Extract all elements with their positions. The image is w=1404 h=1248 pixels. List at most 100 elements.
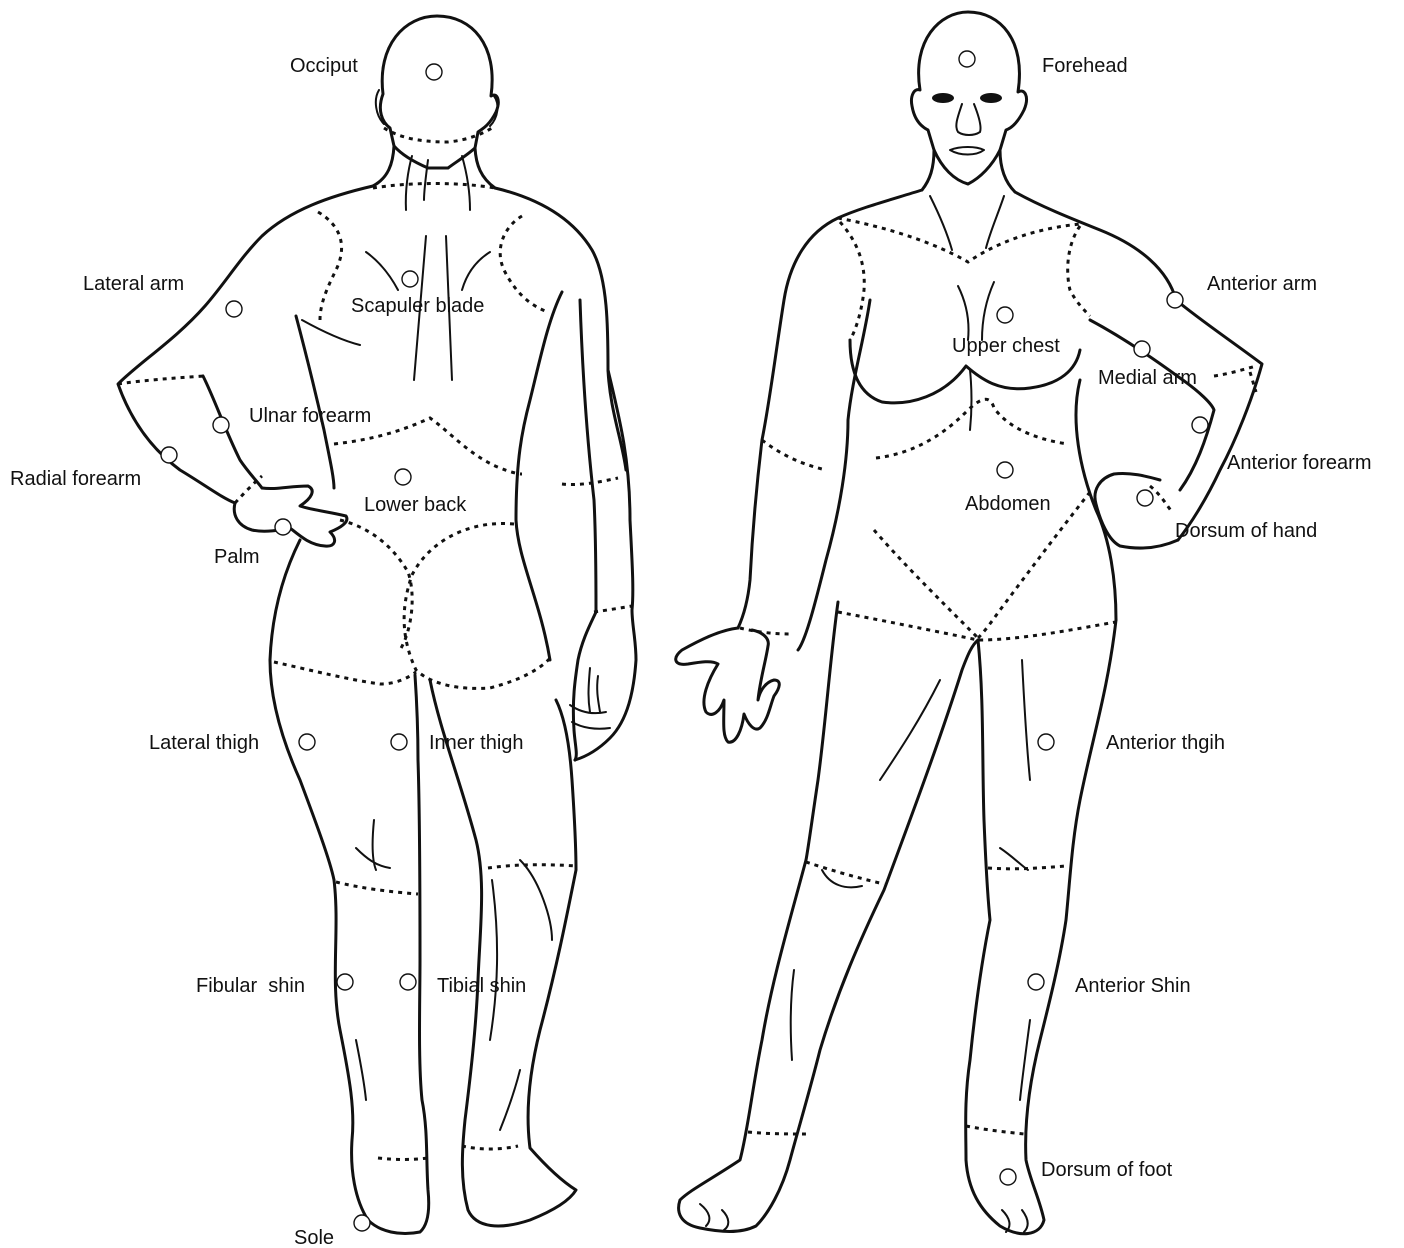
posterior-left-deltoid-boundary (318, 212, 342, 320)
anterior-clavicle-boundary (838, 218, 1080, 262)
posterior-left-flank (296, 316, 334, 488)
site-anterior-shin-marker (1028, 974, 1044, 990)
anterior-right-knee-boundary (988, 866, 1066, 869)
posterior-right-deltoid-boundary (500, 216, 548, 312)
posterior-buttock-right (404, 523, 552, 688)
posterior-left-ankle-boundary (378, 1158, 428, 1160)
label-dorsum-of-hand: Dorsum of hand (1175, 520, 1317, 542)
posterior-right-knee-boundary (488, 865, 576, 868)
anterior-right-shoulder-boundary (1068, 226, 1090, 316)
posterior-torso-left-side (118, 186, 373, 503)
posterior-left-elbow-boundary (118, 376, 205, 384)
label-lower-back: Lower back (364, 494, 467, 516)
posterior-left-wrist-boundary (235, 476, 262, 503)
anterior-mouth (950, 147, 984, 155)
anterior-nose (956, 104, 980, 135)
site-ulnar-forearm-marker (213, 417, 229, 433)
label-dorsum-of-foot: Dorsum of foot (1041, 1159, 1173, 1181)
label-sole: Sole (294, 1227, 334, 1248)
anterior-right-eye (980, 93, 1002, 103)
label-forehead: Forehead (1042, 55, 1128, 77)
site-tibial-shin-marker (400, 974, 416, 990)
site-anterior-arm-marker (1167, 292, 1183, 308)
anterior-left-shoulder-boundary (840, 222, 864, 340)
posterior-neck-left (373, 146, 394, 186)
anterior-right-leg (966, 620, 1116, 1234)
label-palm: Palm (214, 546, 260, 568)
posterior-right-elbow-boundary (562, 478, 618, 485)
anterior-shin-lines (791, 970, 1030, 1100)
anterior-left-shoulder-arm (738, 190, 922, 628)
site-palm-marker (275, 519, 291, 535)
posterior-left-hand (234, 486, 347, 546)
site-lower-back-marker (395, 469, 411, 485)
anterior-left-wrist-boundary (740, 628, 790, 634)
posterior-right-arm-inner (573, 300, 596, 760)
posterior-neck-right (475, 148, 495, 188)
label-inner-thigh: Inner thigh (429, 732, 524, 754)
posterior-shoulder-boundary (373, 184, 495, 189)
label-upper-chest: Upper chest (952, 335, 1060, 357)
site-fibular-shin-marker (337, 974, 353, 990)
anterior-left-hand (676, 628, 780, 742)
anterior-left-elbow-boundary (762, 440, 826, 470)
site-sole-marker (354, 1215, 370, 1231)
site-dorsum-of-hand-marker (1137, 490, 1153, 506)
posterior-right-ankle-boundary (462, 1146, 518, 1149)
site-lateral-thigh-marker (299, 734, 315, 750)
anterior-right-ankle-boundary (966, 1126, 1024, 1134)
posterior-right-wrist-boundary (594, 606, 632, 612)
anterior-right-inner-arm (1090, 320, 1214, 490)
site-anterior-forearm-marker (1192, 417, 1208, 433)
posterior-left-knee-boundary (336, 882, 418, 894)
label-anterior-thigh: Anterior thgih (1106, 732, 1225, 754)
anterior-right-shoulder-arm (1015, 192, 1262, 540)
site-labels: Occiput Lateral arm Scapuler blade Ulnar… (10, 55, 1372, 1248)
posterior-head (380, 16, 498, 168)
anterior-sternum (970, 370, 972, 430)
site-occiput-marker (426, 64, 442, 80)
label-anterior-forearm: Anterior forearm (1227, 452, 1372, 474)
anterior-abdomen-boundary-left (874, 530, 978, 638)
label-ulnar-forearm: Ulnar forearm (249, 405, 371, 427)
site-lateral-arm-marker (226, 301, 242, 317)
site-radial-forearm-marker (161, 447, 177, 463)
posterior-gluteal-fold-left (274, 662, 416, 684)
label-anterior-shin: Anterior Shin (1075, 975, 1191, 997)
posterior-figure (118, 16, 636, 1234)
anterior-head (911, 12, 1026, 184)
posterior-right-arm-outer (575, 370, 636, 760)
posterior-buttock-left (340, 520, 412, 650)
site-anterior-thigh-marker (1038, 734, 1054, 750)
posterior-left-leg (334, 675, 429, 1234)
anterior-left-inner-arm (798, 300, 870, 650)
label-scapular-blade: Scapuler blade (351, 295, 484, 317)
anterior-neck-right (1000, 150, 1015, 192)
anterior-left-eye (932, 93, 954, 103)
label-radial-forearm: Radial forearm (10, 468, 141, 490)
site-medial-arm-marker (1134, 341, 1150, 357)
label-medial-arm: Medial arm (1098, 367, 1197, 389)
anterior-ribcage-boundary (876, 399, 1068, 458)
posterior-left-forearm-upper (203, 376, 262, 488)
anterior-neck-left (922, 150, 934, 190)
anterior-left-knee-boundary (806, 862, 884, 884)
site-scapular-blade-marker (402, 271, 418, 287)
posterior-left-hip (270, 540, 334, 880)
site-inner-thigh-marker (391, 734, 407, 750)
site-forehead-marker (959, 51, 975, 67)
label-lateral-arm: Lateral arm (83, 273, 184, 295)
posterior-left-knee-crease (356, 820, 390, 870)
anterior-figure (676, 12, 1262, 1234)
posterior-region-boundaries (118, 128, 632, 1160)
site-upper-chest-marker (997, 307, 1013, 323)
posterior-right-calf (490, 860, 552, 1040)
posterior-right-flank (516, 292, 562, 660)
anterior-right-elbow-boundary (1214, 366, 1256, 392)
posterior-right-leg (430, 680, 576, 1226)
site-abdomen-marker (997, 462, 1013, 478)
label-occiput: Occiput (290, 55, 358, 77)
posterior-torso-right-side (495, 188, 626, 470)
